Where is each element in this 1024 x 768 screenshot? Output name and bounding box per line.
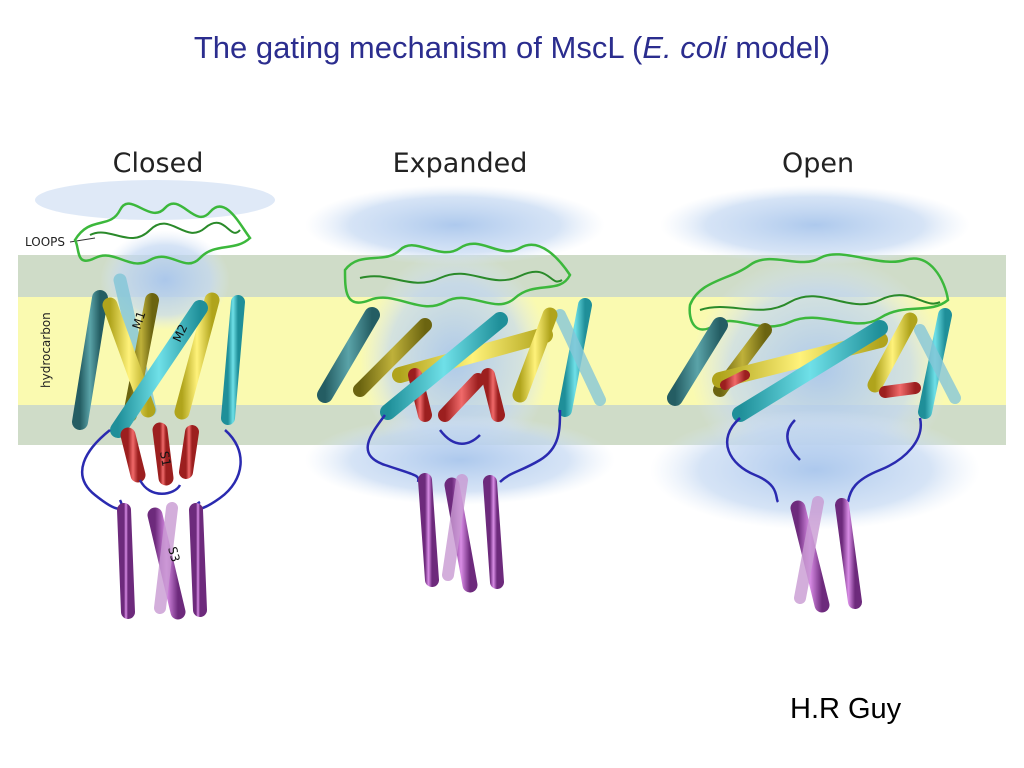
closed-s3-a xyxy=(117,503,135,619)
expanded-linkers xyxy=(366,409,562,483)
closed-s1-c xyxy=(179,425,199,479)
loops-pointer xyxy=(69,237,96,243)
open-state-structure xyxy=(667,253,961,613)
expanded-m2-teal-left xyxy=(317,307,380,403)
state-label-closed: Closed xyxy=(113,148,204,179)
open-m2-cyan-front xyxy=(732,320,888,422)
helix-label-m2: M2 xyxy=(170,322,190,344)
closed-s3-c xyxy=(189,503,207,617)
closed-s1-a xyxy=(120,427,146,483)
state-label-expanded: Expanded xyxy=(393,148,528,179)
expanded-s3-back xyxy=(442,474,468,581)
expanded-s1-c xyxy=(481,368,505,422)
water-bottom-expanded xyxy=(305,415,615,505)
open-m2-teal-left xyxy=(667,317,728,406)
closed-loops-inner xyxy=(89,221,241,240)
mscl-gating-figure: Closed Expanded Open LOOPS hydrocarbon M… xyxy=(18,148,1006,620)
expanded-s1-b xyxy=(438,373,485,422)
open-s1-right xyxy=(879,382,921,398)
open-s3-back xyxy=(794,496,824,604)
open-loops-inner xyxy=(699,294,941,311)
helix-label-m1: M1 xyxy=(130,309,149,330)
expanded-state-structure xyxy=(317,242,606,593)
water-top-open xyxy=(660,185,970,265)
closed-m2-cyan-front xyxy=(110,300,208,438)
hydrocarbon-label: hydrocarbon xyxy=(39,312,53,388)
closed-m1-yellow-right xyxy=(174,292,220,420)
helix-label-s1: S1 xyxy=(157,450,173,467)
expanded-s3-a xyxy=(418,473,439,587)
slide-title: The gating mechanism of MscL (E. coli mo… xyxy=(0,30,1024,66)
expanded-m2-cyan-front xyxy=(380,312,508,420)
open-s3-c xyxy=(835,498,862,609)
expanded-loops-inner xyxy=(359,270,563,284)
closed-m2-teal-left xyxy=(72,290,108,430)
closed-s1-b xyxy=(152,422,174,486)
expanded-loops xyxy=(343,242,572,308)
title-suffix: model) xyxy=(726,30,831,65)
closed-m2-right xyxy=(221,295,245,425)
expanded-m1-yellow xyxy=(392,327,553,383)
water-top-closed xyxy=(35,180,275,220)
state-label-open: Open xyxy=(782,148,854,179)
closed-s3-back xyxy=(154,502,178,614)
expanded-m2-back xyxy=(554,309,606,406)
author-credit: H.R Guy xyxy=(790,693,902,725)
closed-loops xyxy=(73,202,252,265)
title-text: The gating mechanism of MscL ( xyxy=(193,30,643,65)
open-s1-left xyxy=(720,370,750,390)
open-m2-back xyxy=(914,324,961,404)
closed-state-structure: M1 M2 S1 S3 xyxy=(72,202,252,620)
expanded-m1-olive xyxy=(353,318,432,397)
open-loops xyxy=(688,253,950,331)
water-bottom-open xyxy=(650,410,980,530)
helix-label-s3: S3 xyxy=(165,545,182,563)
open-m1-yellow-b xyxy=(867,312,918,393)
open-linkers xyxy=(726,417,923,503)
loops-label: LOOPS xyxy=(25,235,65,249)
expanded-m1-yellow-b xyxy=(512,307,558,403)
expanded-s3-c xyxy=(483,475,504,589)
title-species: E. coli xyxy=(642,30,727,65)
